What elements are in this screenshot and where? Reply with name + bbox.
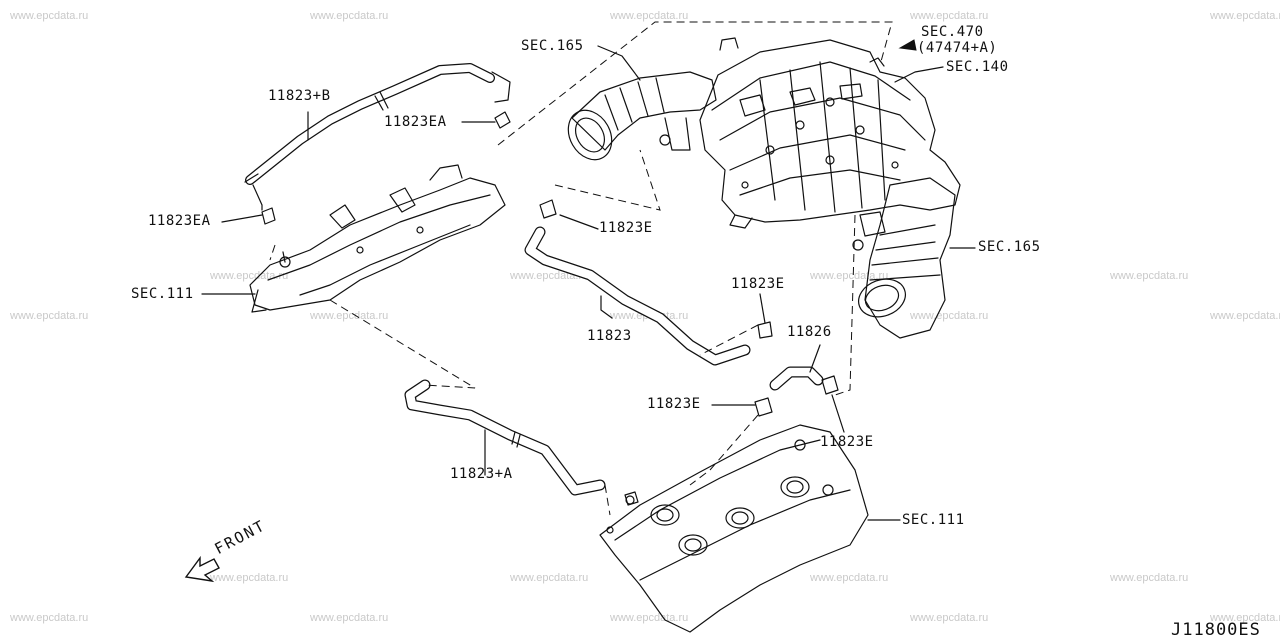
watermark: www.epcdata.ru [1110,572,1189,584]
watermark: www.epcdata.ru [10,612,89,624]
label-hose-11826: 11826 [787,324,832,340]
dashed-connection-lines [269,21,893,516]
leader-lines [201,45,976,521]
watermark: www.epcdata.ru [1210,310,1280,322]
watermark: www.epcdata.ru [910,310,989,322]
sec470-arrow-icon [898,39,917,51]
watermark: www.epcdata.ru [910,612,989,624]
clamp-icon [261,111,839,417]
label-hose-11823: 11823 [587,328,632,344]
label-hose-11823-b: 11823+B [268,88,331,104]
watermark: www.epcdata.ru [510,572,589,584]
label-hose-11823-a: 11823+A [450,466,513,482]
label-sec111-left: SEC.111 [131,286,194,302]
hose-11823-a [404,379,606,496]
label-sec470: SEC.470 [921,24,984,40]
front-arrow-icon [184,555,220,583]
rocker-cover-left [249,164,506,313]
air-duct-right [852,177,956,339]
watermark: www.epcdata.ru [610,612,689,624]
label-clamp-11823ea-1: 11823EA [384,114,447,130]
label-sec165-top: SEC.165 [521,38,584,54]
watermark: www.epcdata.ru [910,10,989,22]
diagram-code: J11800ES [1171,620,1261,640]
label-clamp-11823e-4: 11823E [820,434,874,450]
hose-11823 [524,226,751,366]
watermark: www.epcdata.ru [210,270,289,282]
watermark: www.epcdata.ru [210,572,289,584]
watermark: www.epcdata.ru [10,310,89,322]
watermark: www.epcdata.ru [1210,10,1280,22]
label-sec165-right: SEC.165 [978,239,1041,255]
hose-11823-b [244,63,511,211]
watermark: www.epcdata.ru [10,10,89,22]
watermark: www.epcdata.ru [310,10,389,22]
watermark: www.epcdata.ru [810,572,889,584]
hose-11826 [769,366,824,391]
label-clamp-11823e-2: 11823E [731,276,785,292]
label-sec140: SEC.140 [946,59,1009,75]
label-clamp-11823e-1: 11823E [599,220,653,236]
label-sec111-right: SEC.111 [902,512,965,528]
watermark: www.epcdata.ru [310,310,389,322]
label-clamp-11823ea-2: 11823EA [148,213,211,229]
label-clamp-11823e-3: 11823E [647,396,701,412]
watermark: www.epcdata.ru [310,612,389,624]
air-duct-top [567,71,717,161]
watermark: www.epcdata.ru [610,10,689,22]
watermark: www.epcdata.ru [1210,612,1280,624]
rocker-cover-right [599,424,869,633]
intake-manifold [699,37,961,229]
watermark: www.epcdata.ru [1110,270,1189,282]
label-sec470-ref: (47474+A) [917,40,998,56]
